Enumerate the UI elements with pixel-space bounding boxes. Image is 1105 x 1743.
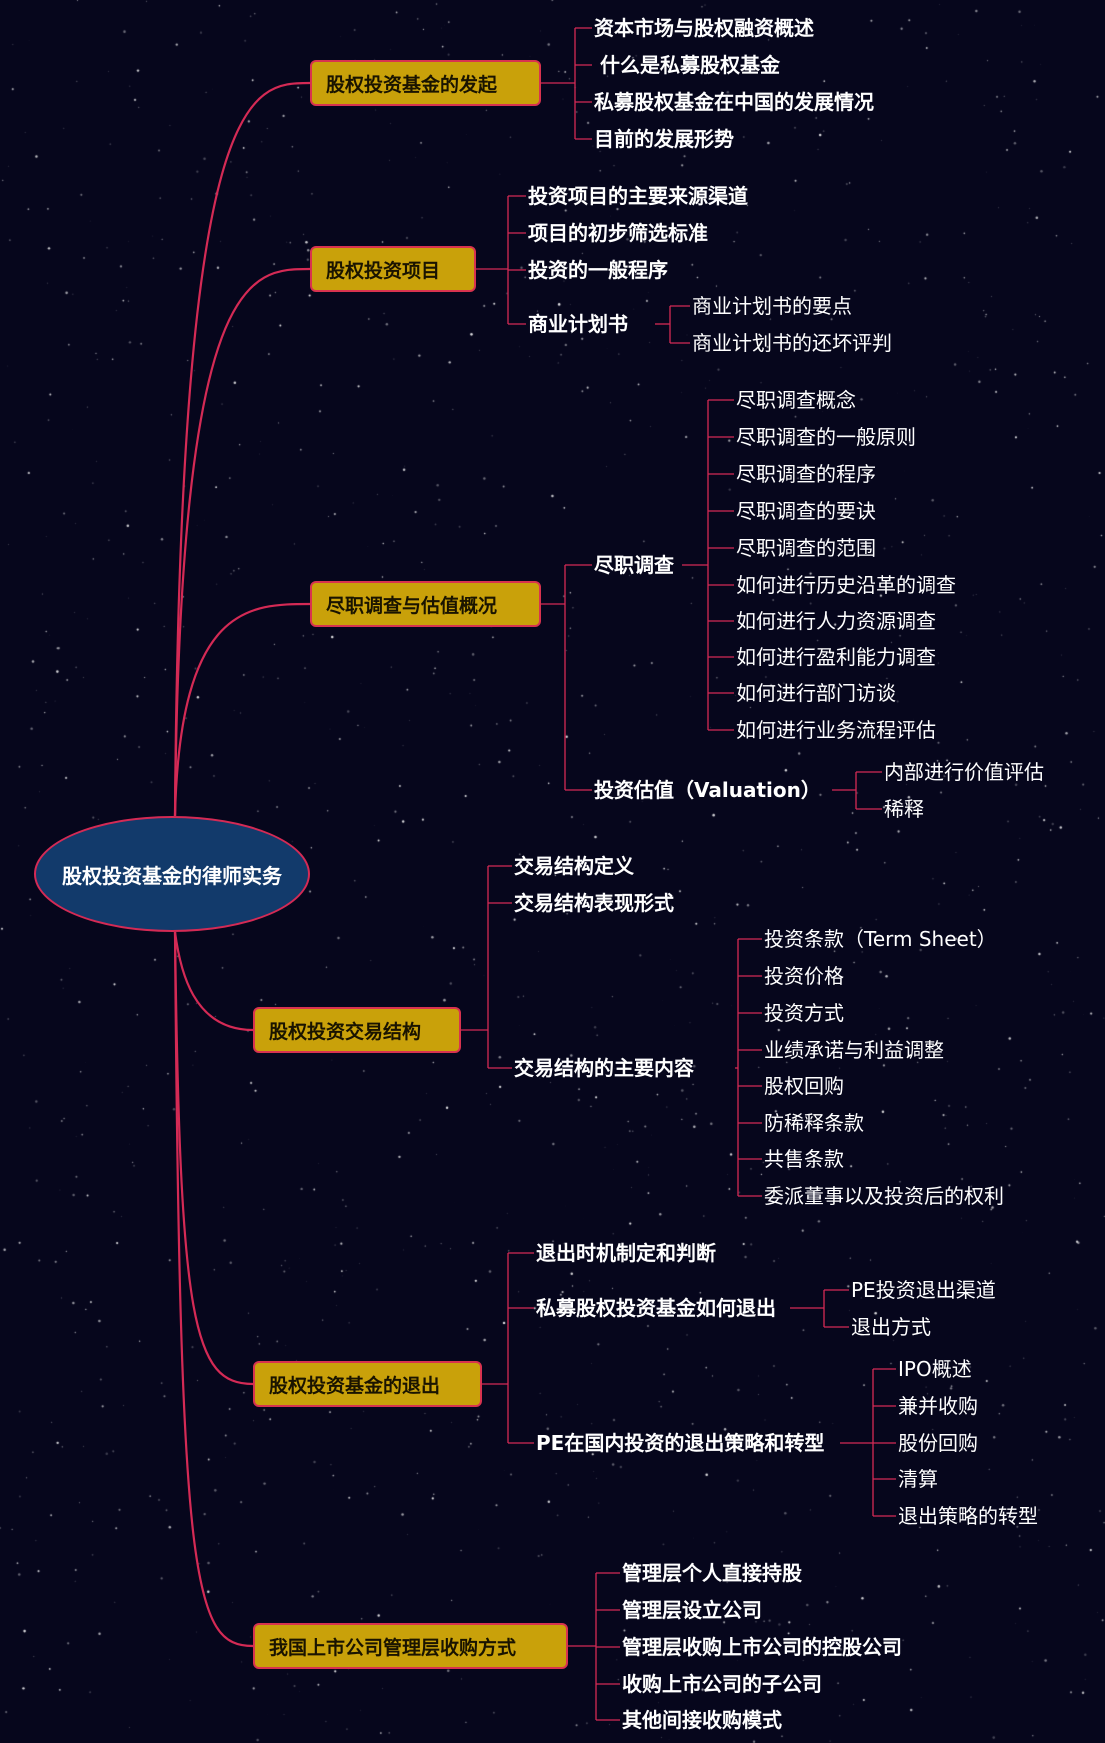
node-b1-item-3[interactable]: 目前的发展形势 — [594, 127, 734, 151]
branch-investment-project[interactable]: 股权投资项目 — [310, 246, 476, 292]
node-exit-strategy-2[interactable]: 股份回购 — [898, 1431, 978, 1455]
node-b2-item-3[interactable]: 商业计划书 — [528, 312, 628, 336]
node-dd-1[interactable]: 尽职调查的一般原则 — [736, 425, 916, 449]
node-exit-strategy-1[interactable]: 兼并收购 — [898, 1394, 978, 1418]
node-exit-how-0[interactable]: PE投资退出渠道 — [851, 1278, 996, 1302]
node-exit-strategy-0[interactable]: IPO概述 — [898, 1357, 972, 1381]
node-b1-item-0[interactable]: 资本市场与股权融资概述 — [594, 16, 814, 40]
node-deal-0[interactable]: 投资条款（Term Sheet） — [764, 927, 997, 951]
node-b5-item-2[interactable]: PE在国内投资的退出策略和转型 — [536, 1431, 825, 1455]
node-dd-4[interactable]: 尽职调查的范围 — [736, 536, 876, 560]
node-dd-7[interactable]: 如何进行盈利能力调查 — [736, 645, 936, 669]
node-valuation-1[interactable]: 稀释 — [884, 797, 924, 821]
node-b4-item-0[interactable]: 交易结构定义 — [514, 854, 634, 878]
node-b5-item-1[interactable]: 私募股权投资基金如何退出 — [536, 1296, 776, 1320]
node-deal-3[interactable]: 业绩承诺与利益调整 — [764, 1038, 944, 1062]
node-b6-item-2[interactable]: 管理层收购上市公司的控股公司 — [622, 1635, 902, 1659]
node-dd-2[interactable]: 尽职调查的程序 — [736, 462, 876, 486]
node-b4-item-2[interactable]: 交易结构的主要内容 — [514, 1056, 694, 1080]
node-b6-item-0[interactable]: 管理层个人直接持股 — [622, 1561, 802, 1585]
branch-fund-launch[interactable]: 股权投资基金的发起 — [310, 60, 541, 106]
node-b3-item-0[interactable]: 尽职调查 — [594, 553, 674, 577]
node-b1-item-1[interactable]: 什么是私募股权基金 — [600, 53, 780, 77]
node-dd-8[interactable]: 如何进行部门访谈 — [736, 681, 896, 705]
node-b1-item-2[interactable]: 私募股权基金在中国的发展情况 — [594, 90, 874, 114]
node-exit-strategy-4[interactable]: 退出策略的转型 — [898, 1504, 1038, 1528]
node-deal-6[interactable]: 共售条款 — [764, 1147, 844, 1171]
node-b2-item-1[interactable]: 项目的初步筛选标准 — [528, 221, 708, 245]
node-dd-5[interactable]: 如何进行历史沿革的调查 — [736, 573, 956, 597]
node-dd-3[interactable]: 尽职调查的要诀 — [736, 499, 876, 523]
node-dd-9[interactable]: 如何进行业务流程评估 — [736, 718, 936, 742]
node-deal-2[interactable]: 投资方式 — [764, 1001, 844, 1025]
node-b4-item-1[interactable]: 交易结构表现形式 — [514, 891, 674, 915]
node-b3-item-1[interactable]: 投资估值（Valuation） — [594, 778, 821, 802]
node-b2-sub-0[interactable]: 商业计划书的要点 — [692, 294, 852, 318]
node-b6-item-4[interactable]: 其他间接收购模式 — [622, 1708, 782, 1732]
node-exit-how-1[interactable]: 退出方式 — [851, 1315, 931, 1339]
node-b2-item-2[interactable]: 投资的一般程序 — [528, 258, 668, 282]
node-deal-1[interactable]: 投资价格 — [764, 964, 844, 988]
node-dd-6[interactable]: 如何进行人力资源调查 — [736, 609, 936, 633]
branch-fund-exit[interactable]: 股权投资基金的退出 — [253, 1361, 482, 1407]
root-node[interactable]: 股权投资基金的律师实务 — [34, 816, 310, 932]
node-b6-item-1[interactable]: 管理层设立公司 — [622, 1598, 762, 1622]
node-b2-item-0[interactable]: 投资项目的主要来源渠道 — [528, 184, 748, 208]
branch-mbo[interactable]: 我国上市公司管理层收购方式 — [253, 1623, 568, 1669]
node-deal-7[interactable]: 委派董事以及投资后的权利 — [764, 1184, 1004, 1208]
node-valuation-0[interactable]: 内部进行价值评估 — [884, 760, 1044, 784]
node-b5-item-0[interactable]: 退出时机制定和判断 — [536, 1241, 716, 1265]
node-dd-0[interactable]: 尽职调查概念 — [736, 388, 856, 412]
node-b2-sub-1[interactable]: 商业计划书的还坏评判 — [692, 331, 892, 355]
node-b6-item-3[interactable]: 收购上市公司的子公司 — [622, 1672, 822, 1696]
node-exit-strategy-3[interactable]: 清算 — [898, 1467, 938, 1491]
branch-due-diligence[interactable]: 尽职调查与估值概况 — [310, 581, 541, 627]
node-deal-5[interactable]: 防稀释条款 — [764, 1111, 864, 1135]
branch-deal-structure[interactable]: 股权投资交易结构 — [253, 1007, 461, 1053]
node-deal-4[interactable]: 股权回购 — [764, 1074, 844, 1098]
